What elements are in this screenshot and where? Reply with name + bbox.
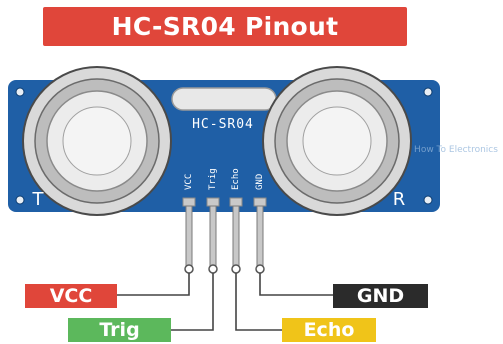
header-pin-trig [209,205,217,267]
transmitter-transducer [22,66,172,216]
board-pin-label-echo: Echo [231,168,241,190]
watermark: How To Electronics [414,145,498,155]
board-pin-label-vcc: VCC [184,174,194,190]
mounting-hole-bottom-right [423,195,433,205]
mounting-hole-top-left [15,87,25,97]
leader-line-trig [171,273,214,331]
leader-line-vcc [117,273,190,296]
crystal-oscillator [171,87,277,111]
pin-end-trig [208,264,218,274]
pin-tag-vcc: VCC [25,284,117,308]
mounting-hole-bottom-left [15,195,25,205]
header-pin-echo [232,205,240,267]
board-pin-label-trig: Trig [208,168,218,190]
receiver-transducer [262,66,412,216]
pin-tag-trig: Trig [68,318,171,342]
board-model-label: HC-SR04 [192,117,254,132]
pin-end-vcc [184,264,194,274]
pin-tag-echo: Echo [282,318,376,342]
board-pin-label-gnd: GND [255,174,265,190]
pin-end-gnd [255,264,265,274]
pin-end-echo [231,264,241,274]
solder-pad-gnd [253,197,267,207]
receiver-label: R [393,189,406,210]
transmitter-label: T [32,189,45,210]
leader-line-gnd [259,273,333,296]
solder-pad-trig [206,197,220,207]
header-pin-gnd [256,205,264,267]
diagram-title: HC-SR04 Pinout [43,7,407,46]
header-pin-vcc [185,205,193,267]
solder-pad-echo [229,197,243,207]
leader-line-echo [235,273,282,331]
solder-pad-vcc [182,197,196,207]
pin-tag-gnd: GND [333,284,428,308]
mounting-hole-top-right [423,87,433,97]
